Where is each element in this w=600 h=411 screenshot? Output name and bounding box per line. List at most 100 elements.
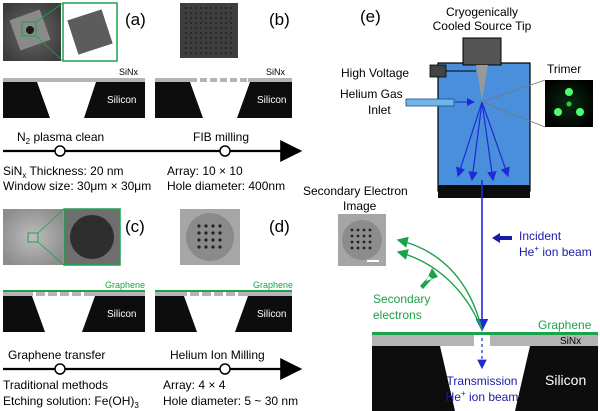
panel-label-e: (e) xyxy=(360,7,381,26)
hole-dot xyxy=(215,17,217,19)
hole-dot xyxy=(190,52,192,54)
hole-dot xyxy=(197,238,201,242)
hole-dot xyxy=(215,52,217,54)
se-image-label-2: Image xyxy=(343,199,377,213)
hole-dot xyxy=(211,238,215,242)
hole-dot xyxy=(230,7,232,9)
zoom-box-a xyxy=(21,21,37,37)
hole-dot xyxy=(204,224,208,228)
silicon-left-d xyxy=(155,296,197,332)
membrane-segment xyxy=(238,292,247,296)
hole-dot xyxy=(215,12,217,14)
hole-dot xyxy=(205,27,207,29)
timeline-bottom-node-c xyxy=(54,363,66,375)
silicon-left-b xyxy=(155,82,203,118)
hole-dot xyxy=(350,246,354,250)
hole-dot xyxy=(356,228,360,232)
hole-dot xyxy=(200,47,202,49)
membrane-segment xyxy=(210,78,217,82)
spec-b-2: Hole diameter: 400nm xyxy=(167,179,285,193)
emission-ray-1 xyxy=(456,101,483,178)
sinx-layer-c-left xyxy=(3,292,33,296)
hole-dot xyxy=(225,27,227,29)
hole-dot xyxy=(215,37,217,39)
hole-dot xyxy=(362,240,366,244)
trimer-dot-3 xyxy=(576,108,584,116)
hole-dot xyxy=(368,228,372,232)
hole-dot xyxy=(205,12,207,14)
hole-dot xyxy=(215,27,217,29)
timeline-top-node-b xyxy=(219,145,231,157)
silicon-right-e xyxy=(515,346,598,411)
hole-dot xyxy=(200,17,202,19)
chamber-base xyxy=(438,185,530,198)
hole-dot xyxy=(210,32,212,34)
hole-dot xyxy=(220,12,222,14)
emission-ray-2 xyxy=(468,101,483,182)
graphene-layer-c xyxy=(3,290,145,292)
hole-dot xyxy=(200,7,202,9)
silicon-label-a: Silicon xyxy=(107,95,136,106)
hole-dot xyxy=(225,37,227,39)
trimer-dot-2 xyxy=(554,108,562,116)
hole-dot xyxy=(195,47,197,49)
hole-dot xyxy=(210,42,212,44)
sinx-label-a: SiNx xyxy=(119,67,139,77)
panel-e: (e) Cryogenically Cooled Source Tip High… xyxy=(303,5,598,411)
hole-dot xyxy=(197,231,201,235)
zoom-line-a1 xyxy=(35,2,64,23)
hole-dot xyxy=(200,37,202,39)
timeline-top-node-a xyxy=(54,145,66,157)
panel-d: (d) Graphene Silicon xyxy=(155,209,293,332)
zoom-box-c xyxy=(27,232,39,243)
hole-dot xyxy=(220,32,222,34)
hole-dot xyxy=(205,32,207,34)
step-label-c: Graphene transfer xyxy=(8,348,105,362)
timeline-bottom-node-d xyxy=(219,363,231,375)
se-image-holes xyxy=(350,228,372,250)
gas-inlet-label-1: Helium Gas xyxy=(340,87,403,101)
hole-dot xyxy=(215,42,217,44)
milled-segments-c xyxy=(36,292,93,296)
hole-array-d xyxy=(197,224,222,249)
hole-dot xyxy=(225,32,227,34)
panel-b: (b) SiNx Silicon xyxy=(155,3,292,118)
membrane-segment xyxy=(200,78,207,82)
source-tip-label-2: Cooled Source Tip xyxy=(433,19,532,33)
hole-dot xyxy=(210,47,212,49)
milled-segments-d xyxy=(190,292,247,296)
hole-dot xyxy=(218,238,222,242)
membrane-segment xyxy=(240,78,247,82)
hole-dot xyxy=(230,52,232,54)
hole-dot xyxy=(185,27,187,29)
hole-dot xyxy=(185,47,187,49)
hole-dot xyxy=(185,37,187,39)
hole-dot xyxy=(230,47,232,49)
hole-dot xyxy=(218,245,222,249)
hole-dot xyxy=(350,234,354,238)
hole-dot xyxy=(190,12,192,14)
membrane-segment xyxy=(220,78,227,82)
hole-array-b xyxy=(185,7,232,54)
sem-center-a xyxy=(26,26,34,34)
hole-dot xyxy=(225,52,227,54)
hole-dot xyxy=(215,7,217,9)
source-tip-housing xyxy=(462,37,502,66)
emission-ray-3 xyxy=(481,101,497,182)
hole-dot xyxy=(362,234,366,238)
hole-dot xyxy=(230,37,232,39)
membrane-segment xyxy=(214,292,223,296)
hole-dot xyxy=(185,7,187,9)
silicon-right-c xyxy=(82,296,145,332)
zoom-line-a2 xyxy=(35,35,64,62)
hole-dot xyxy=(190,7,192,9)
graphene-label-e: Graphene xyxy=(538,318,592,332)
sinx-layer-a xyxy=(3,78,145,82)
hole-dot xyxy=(362,246,366,250)
hole-dot xyxy=(190,47,192,49)
milled-segments-b xyxy=(200,78,247,82)
hole-dot xyxy=(356,240,360,244)
hole-dot xyxy=(225,17,227,19)
hole-dot xyxy=(205,17,207,19)
